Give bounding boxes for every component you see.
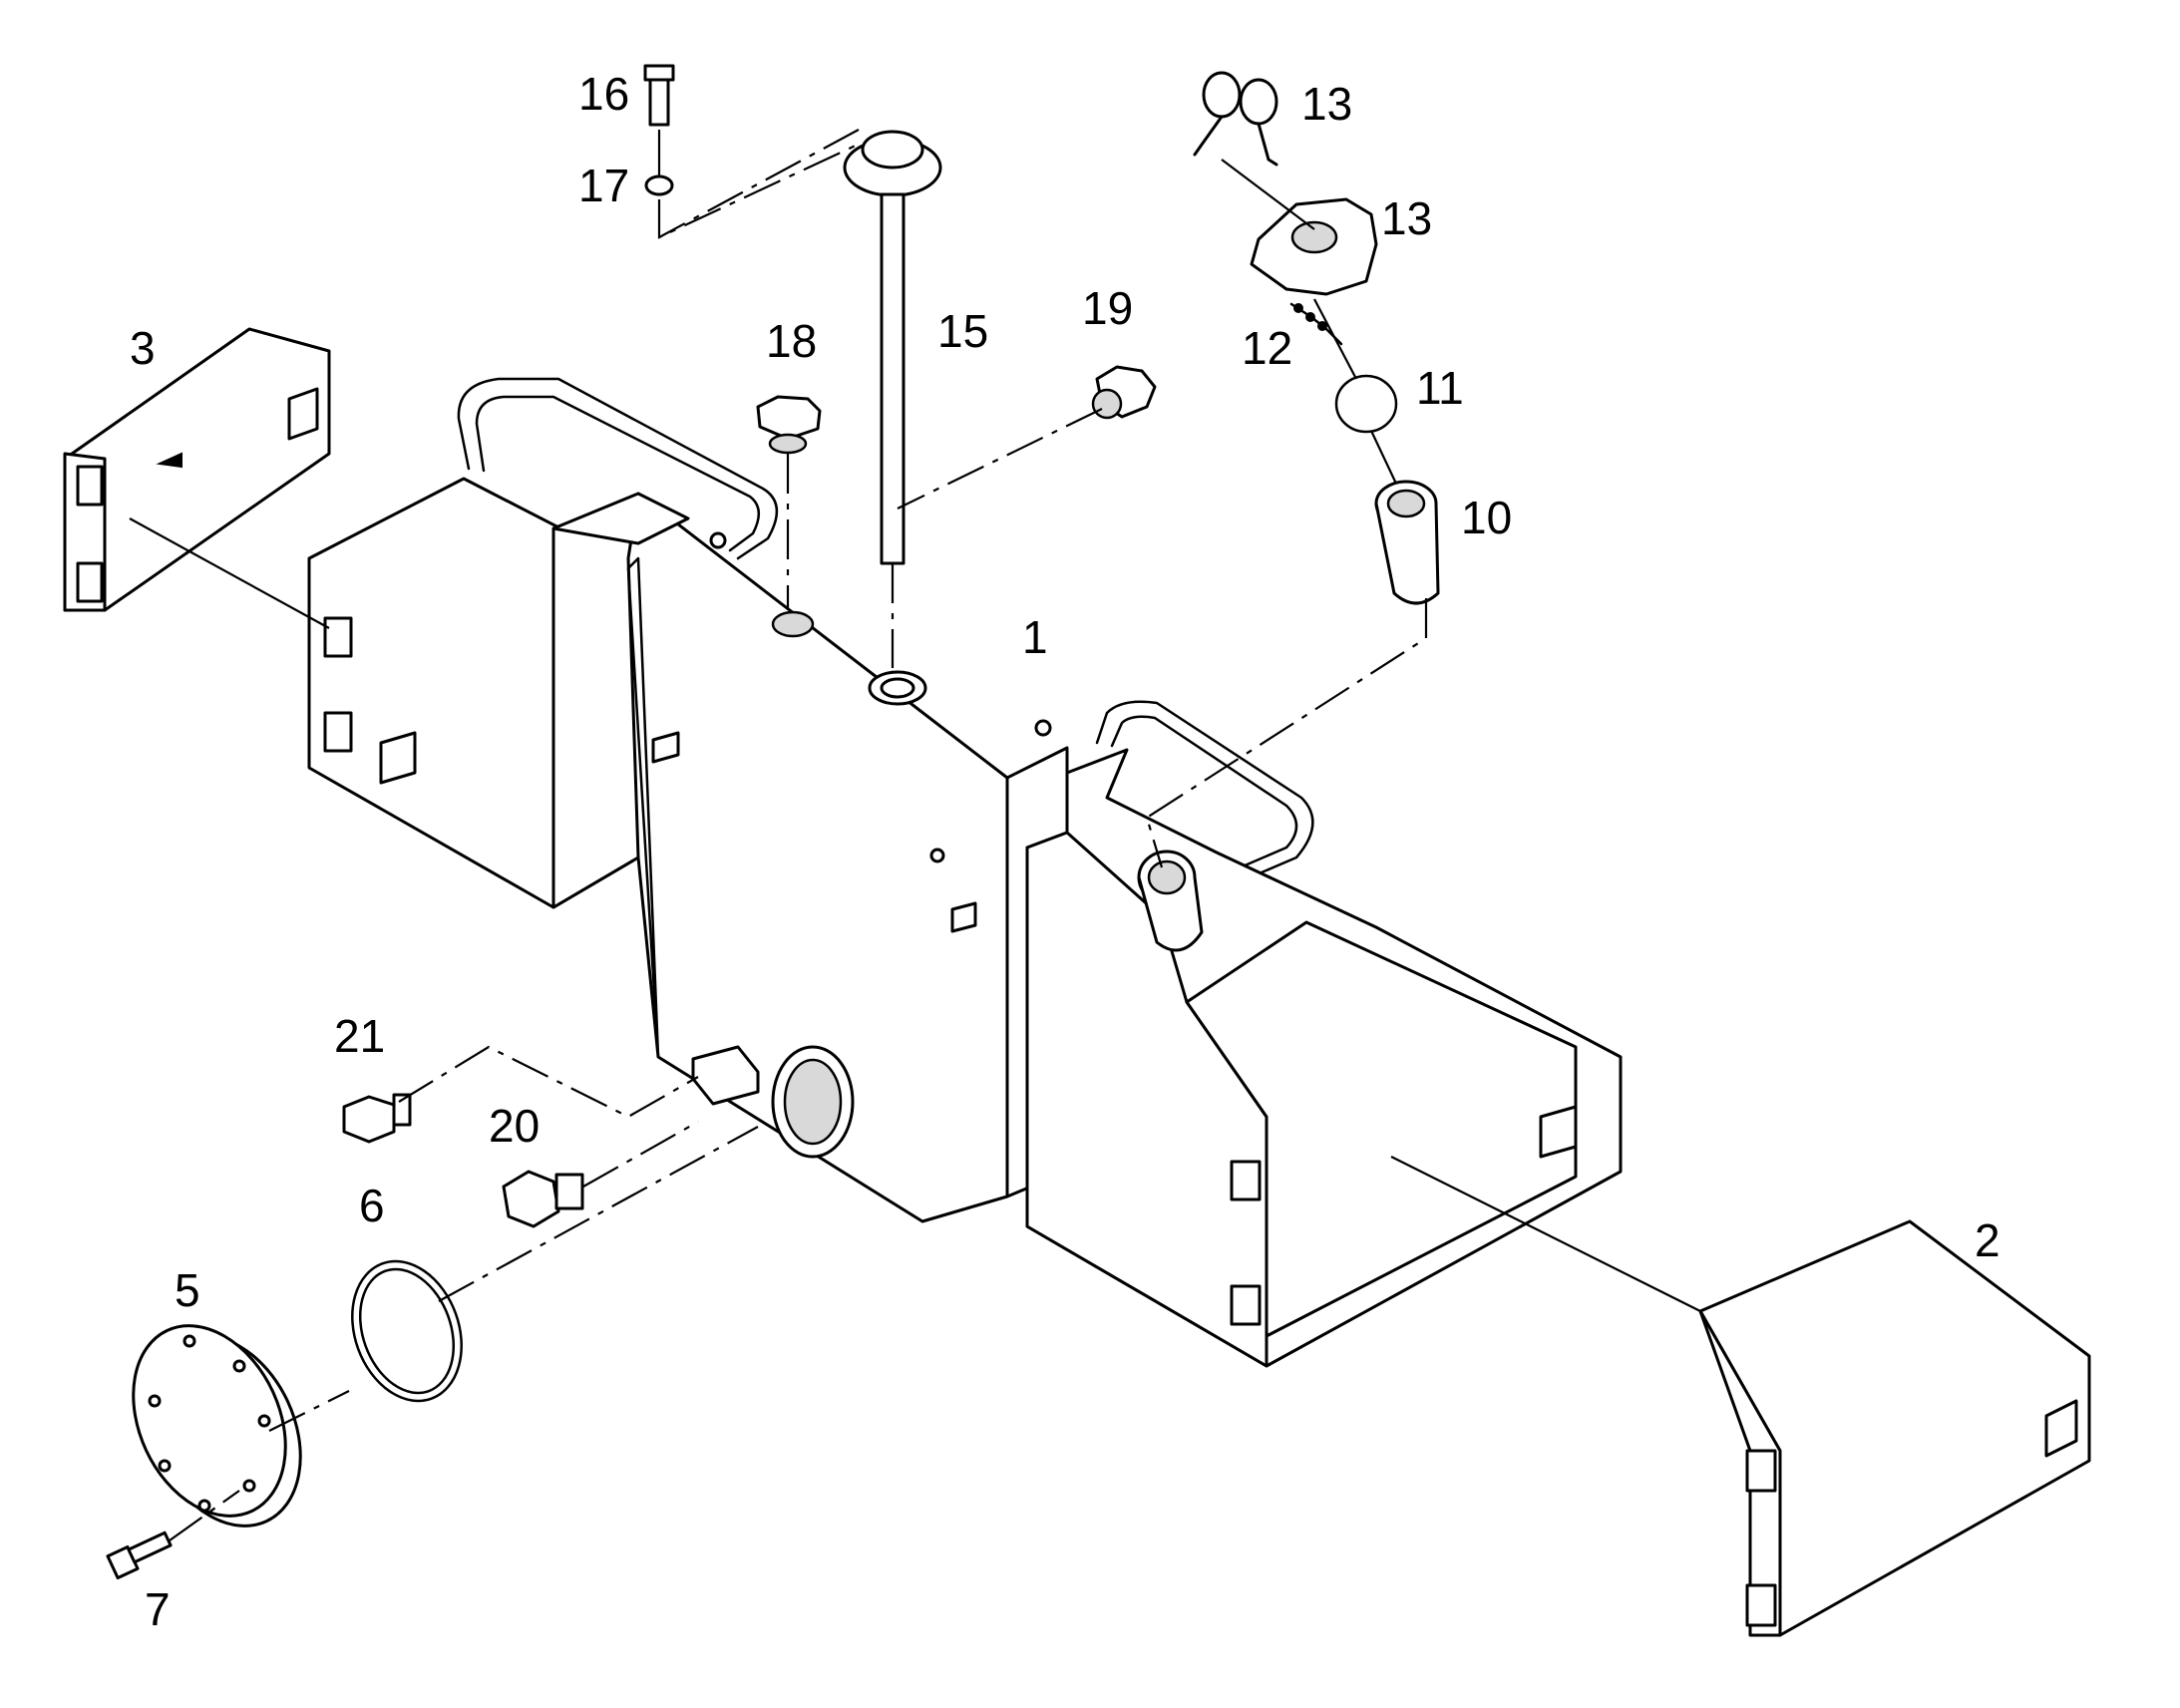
part-21-nipple: [342, 1093, 412, 1144]
callout-10: 10: [1461, 492, 1512, 543]
part-18-plug: [756, 395, 822, 455]
part-17-washer: [644, 174, 674, 196]
callout-2: 2: [1975, 1214, 2000, 1266]
callout-7: 7: [145, 1583, 171, 1635]
part-19-fitting: [1091, 365, 1157, 420]
part-10-strainer: [1374, 480, 1440, 605]
callout-1: 1: [1022, 611, 1048, 663]
part-13-keys: [1193, 71, 1278, 167]
part-11-snap-ring: [1334, 374, 1398, 434]
part-7-screw: [106, 1531, 173, 1580]
part-16-bolt: [643, 64, 675, 127]
part-6-seal-ring: [351, 1259, 463, 1403]
part-15-level-sensor: [843, 130, 942, 565]
callout-18: 18: [766, 315, 817, 367]
part-2-right-cover: [1698, 1219, 2091, 1637]
part-1-tank-body: [307, 377, 1623, 1368]
callout-16: 16: [578, 68, 629, 120]
callout-6: 6: [359, 1180, 385, 1231]
callout-13-keys: 13: [1301, 78, 1352, 130]
callout-5: 5: [175, 1264, 200, 1316]
part-5-inspection-cover: [132, 1324, 302, 1528]
assembly-leader-lines: [129, 129, 1701, 1541]
callout-21: 21: [334, 1010, 385, 1062]
callout-19: 19: [1082, 282, 1133, 334]
callout-15: 15: [937, 305, 988, 357]
callout-labels: 1 2 3 5 6 7 10 11 12 13 13 15 16 17 18 1…: [130, 68, 2000, 1635]
callout-12: 12: [1242, 322, 1292, 374]
part-3-left-cover: [63, 327, 331, 612]
callout-17: 17: [578, 160, 629, 211]
callout-20: 20: [489, 1100, 540, 1152]
callout-3: 3: [130, 322, 156, 374]
callout-13-cap: 13: [1381, 192, 1432, 244]
callout-11: 11: [1416, 362, 1464, 414]
part-20-union: [502, 1170, 584, 1228]
part-13-locking-cap: [1250, 197, 1378, 296]
